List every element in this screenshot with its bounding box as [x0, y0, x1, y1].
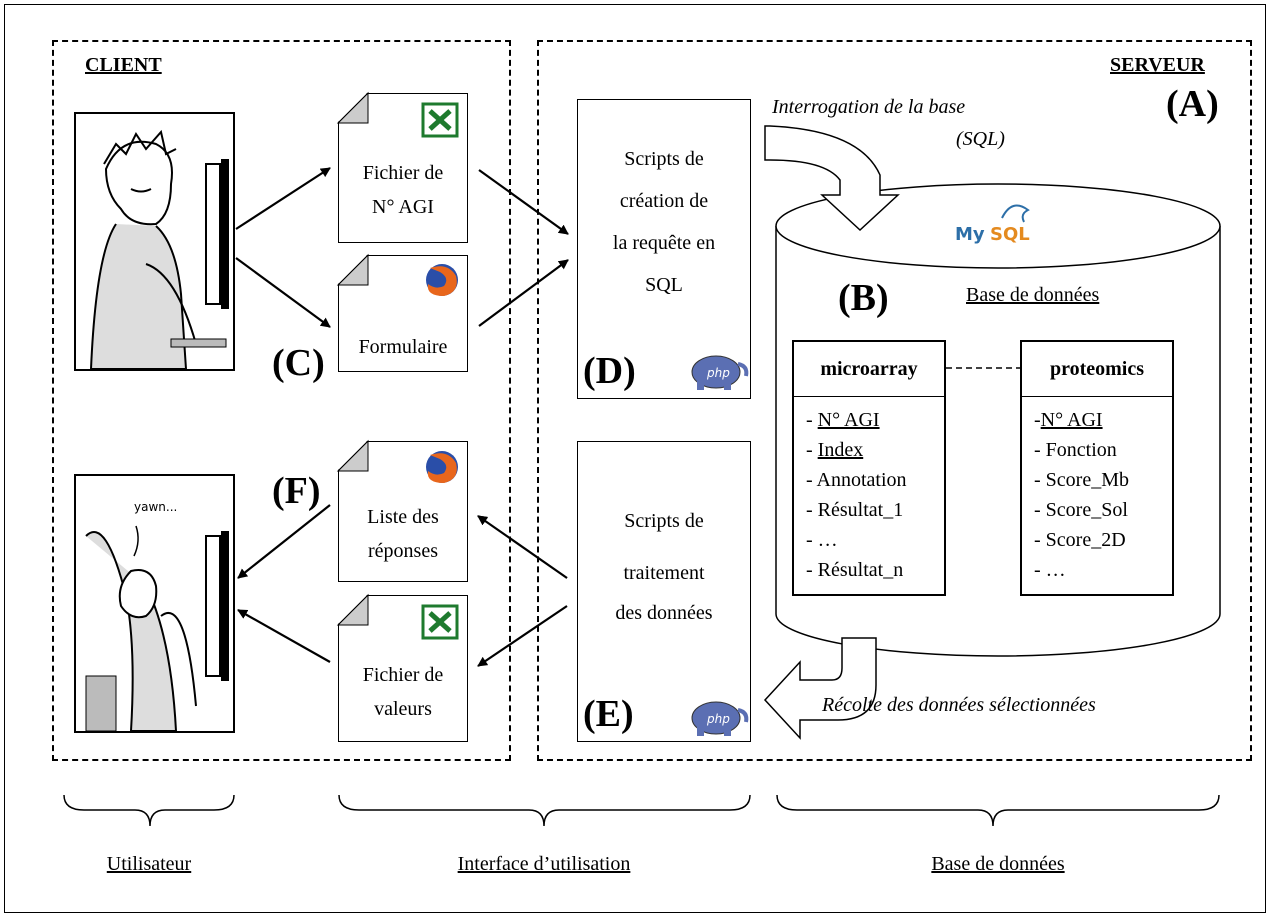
server-zone	[537, 40, 1252, 761]
creation-line-4: SQL	[645, 274, 683, 296]
label-c: (C)	[272, 342, 325, 384]
proteomics-field: - Score_Mb	[1034, 469, 1129, 491]
excel-icon	[421, 604, 459, 640]
microarray-field: - Résultat_1	[806, 499, 904, 521]
yawn-text: yawn...	[134, 500, 178, 514]
proteomics-field: - …	[1034, 559, 1066, 581]
svg-text:php: php	[706, 366, 730, 380]
creation-line-1: Scripts de	[624, 148, 704, 170]
bottom-label-database: Base de données	[931, 853, 1065, 875]
answer-list-label-1: Liste des	[367, 506, 439, 528]
label-e: (E)	[583, 693, 634, 735]
outer-frame	[4, 4, 1266, 913]
firefox-icon	[426, 264, 458, 296]
mysql-logo: My SQL	[955, 204, 1030, 245]
creation-line-2: création de	[619, 190, 709, 212]
data-processing-scripts: Scripts de traitement des données	[577, 441, 751, 742]
answer-list-label-2: réponses	[368, 540, 438, 562]
creation-line-3: la requête en	[612, 232, 716, 254]
database-title: Base de données	[966, 284, 1100, 306]
query-block-arrow	[764, 125, 900, 232]
flow-arrows	[235, 167, 569, 667]
microarray-field: - Index	[806, 439, 864, 461]
proteomics-field: - Score_2D	[1034, 529, 1126, 551]
microarray-table: microarray - N° AGI - Index - Annotation…	[792, 340, 946, 596]
microarray-table-name: microarray	[794, 342, 944, 397]
agi-file-label-1: Fichier de	[362, 162, 444, 184]
svg-text:php: php	[706, 712, 730, 726]
label-f: (F)	[272, 470, 321, 512]
agi-file-label-2: N° AGI	[372, 196, 434, 218]
processing-line-2: traitement	[623, 562, 705, 584]
values-file-label-2: valeurs	[374, 698, 432, 720]
harvest-block-arrow	[763, 637, 877, 740]
processing-line-1: Scripts de	[624, 510, 704, 532]
query-caption-1: Interrogation de la base	[772, 96, 966, 118]
bottom-label-interface: Interface d’utilisation	[457, 853, 631, 875]
bottom-braces	[63, 794, 1220, 827]
query-caption-2: (SQL)	[956, 128, 1005, 150]
label-a: (A)	[1166, 83, 1219, 125]
proteomics-field: - Score_Sol	[1034, 499, 1128, 521]
microarray-field: - N° AGI	[806, 409, 880, 431]
proteomics-table-name: proteomics	[1022, 342, 1172, 397]
excel-icon	[421, 102, 459, 138]
php-elephant-icon: php	[691, 355, 749, 390]
label-b: (B)	[838, 277, 889, 319]
values-file-label-1: Fichier de	[362, 664, 444, 686]
microarray-field: - Annotation	[806, 469, 907, 491]
document-folds	[336, 91, 369, 626]
server-title: SERVEUR	[1110, 54, 1205, 76]
bottom-label-user: Utilisateur	[106, 853, 192, 875]
microarray-field: - Résultat_n	[806, 559, 904, 581]
label-d: (D)	[583, 350, 636, 392]
client-zone	[52, 40, 511, 761]
client-title: CLIENT	[85, 54, 162, 76]
proteomics-table: proteomics -N° AGI - Fonction - Score_Mb…	[1020, 340, 1174, 596]
processing-line-3: des données	[615, 602, 713, 624]
user-yawning-illustration: yawn...	[74, 474, 235, 733]
svg-text:My: My	[955, 224, 985, 245]
proteomics-field: - Fonction	[1034, 439, 1117, 461]
php-elephant-icon: php	[691, 701, 749, 736]
proteomics-field: -N° AGI	[1034, 409, 1103, 431]
harvest-caption: Récolte des données sélectionnées	[822, 694, 1096, 716]
query-creation-scripts: Scripts de création de la requête en SQL	[577, 99, 751, 399]
user-working-illustration	[74, 112, 235, 371]
svg-text:SQL: SQL	[990, 224, 1030, 245]
form-label: Formulaire	[358, 336, 448, 358]
firefox-icon	[426, 451, 458, 483]
values-file-document: Fichier de valeurs	[338, 595, 468, 742]
microarray-field: - …	[806, 529, 838, 551]
